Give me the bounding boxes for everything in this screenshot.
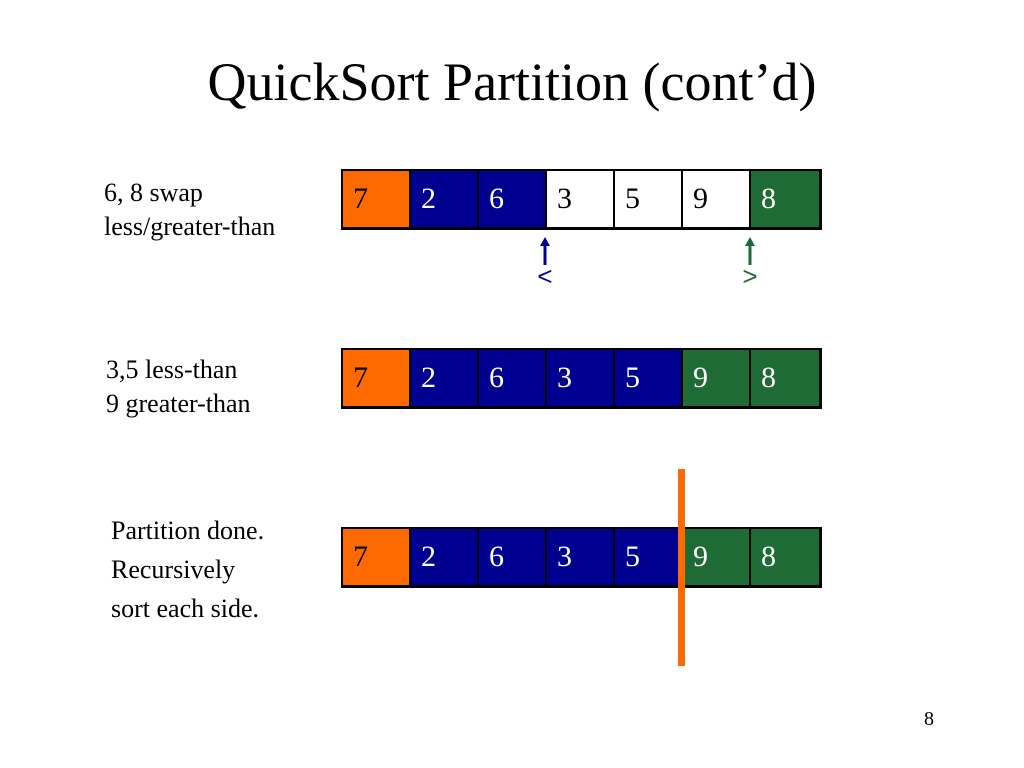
step-2-array: 7 2 6 3 5 9 8 — [341, 348, 822, 409]
array-cell-less: 5 — [615, 350, 683, 406]
greater-than-symbol: > — [742, 261, 758, 291]
caption-line: 9 greater-than — [106, 389, 251, 418]
array-cell-less: 5 — [615, 529, 683, 585]
array-cell-unprocessed: 5 — [615, 171, 683, 227]
array-cell-unprocessed: 9 — [683, 171, 751, 227]
array-cell-less: 2 — [411, 350, 479, 406]
step-2-caption: 3,5 less-than 9 greater-than — [106, 353, 251, 421]
array-cell-less: 6 — [479, 350, 547, 406]
caption-line: sort each side. — [111, 594, 260, 623]
array-cell-less: 3 — [547, 350, 615, 406]
caption-line: 6, 8 swap — [104, 178, 203, 207]
array-cell-pivot: 7 — [343, 171, 411, 227]
array-cell-less: 3 — [547, 529, 615, 585]
array-cell-greater: 8 — [751, 171, 819, 227]
array-cell-less: 6 — [479, 529, 547, 585]
step-3-array: 7 2 6 3 5 9 8 — [341, 527, 822, 588]
caption-line: Recursively — [111, 555, 236, 584]
array-cell-greater: 8 — [751, 350, 819, 406]
array-cell-unprocessed: 3 — [547, 171, 615, 227]
slide-title: QuickSort Partition (cont’d) — [207, 52, 817, 112]
array-cell-less: 2 — [411, 171, 479, 227]
array-cell-pivot: 7 — [343, 529, 411, 585]
page-number: 8 — [924, 708, 934, 730]
array-cell-less: 2 — [411, 529, 479, 585]
array-cell-greater: 9 — [683, 350, 751, 406]
caption-line: 3,5 less-than — [106, 355, 238, 384]
array-cell-pivot: 7 — [343, 350, 411, 406]
array-cell-less: 6 — [479, 171, 547, 227]
caption-line: less/greater-than — [104, 212, 276, 241]
up-arrow-icon — [540, 237, 550, 265]
less-than-symbol: < — [537, 261, 553, 291]
step-1-caption: 6, 8 swap less/greater-than — [104, 176, 275, 244]
step-3-caption: Partition done. Recursively sort each si… — [111, 511, 264, 628]
less-than-pointer: < — [530, 236, 560, 291]
array-cell-greater: 8 — [751, 529, 819, 585]
step-1-array: 7 2 6 3 5 9 8 — [341, 169, 822, 230]
greater-than-pointer: > — [735, 236, 765, 291]
partition-divider-line — [678, 469, 685, 666]
up-arrow-icon — [745, 237, 755, 265]
caption-line: Partition done. — [111, 516, 265, 545]
array-cell-greater: 9 — [683, 529, 751, 585]
